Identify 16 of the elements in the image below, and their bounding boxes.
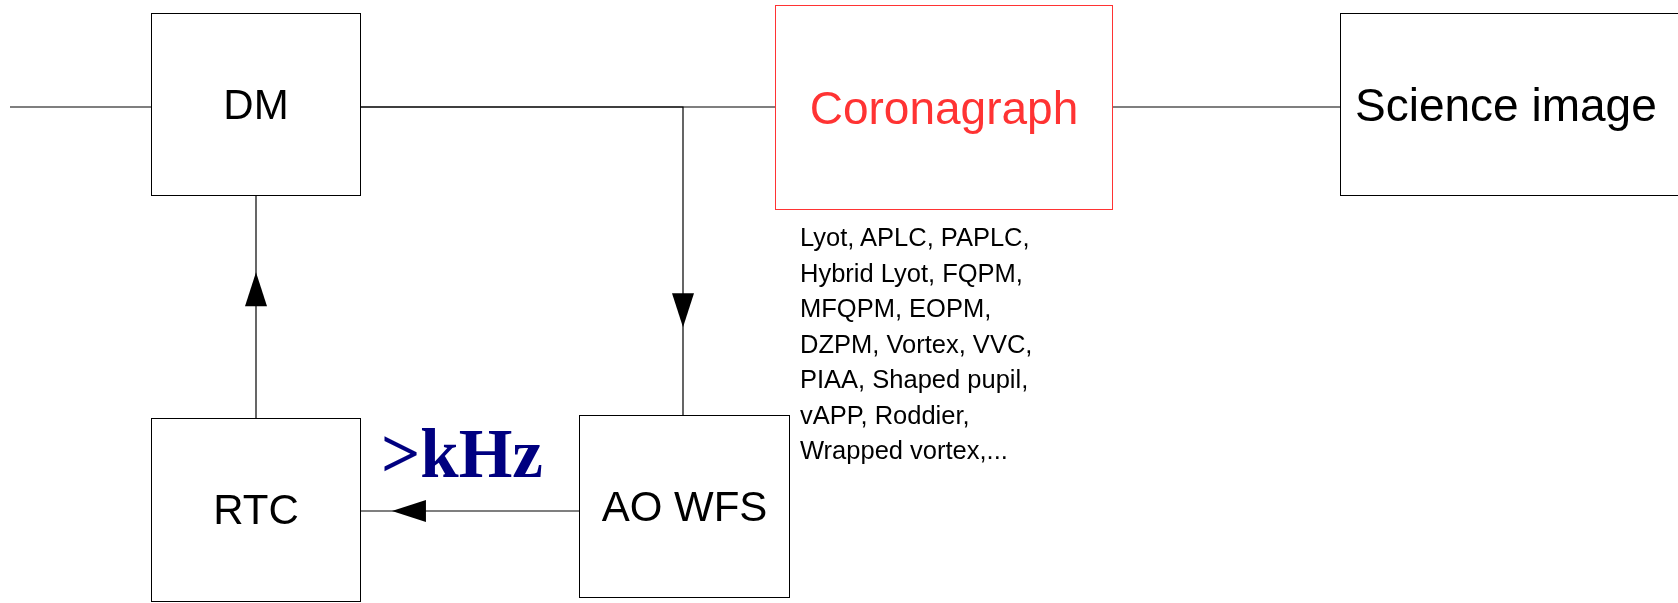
box-label: RTC bbox=[213, 486, 299, 534]
process-box bbox=[151, 13, 361, 196]
connector-line bbox=[9, 106, 152, 108]
box-label: Science image bbox=[1355, 77, 1657, 132]
arrow bbox=[245, 195, 267, 419]
process-box bbox=[151, 418, 361, 602]
connector-line bbox=[1112, 106, 1341, 108]
box-label: DM bbox=[223, 80, 289, 129]
arrow bbox=[360, 500, 580, 522]
box-label: Coronagraph bbox=[809, 80, 1079, 135]
process-box bbox=[1340, 13, 1678, 196]
box-label: AO WFS bbox=[601, 482, 768, 531]
note-text: Lyot, APLC, PAPLC, Hybrid Lyot, FQPM, MFQPM, EOPM, DZPM, Vortex, VVC, PIAA, Shaped pupil, vAPP, Roddier, Wrapped vortex,... bbox=[800, 222, 1034, 466]
arrow bbox=[360, 106, 694, 416]
process-box bbox=[775, 5, 1113, 210]
process-box bbox=[579, 415, 790, 598]
